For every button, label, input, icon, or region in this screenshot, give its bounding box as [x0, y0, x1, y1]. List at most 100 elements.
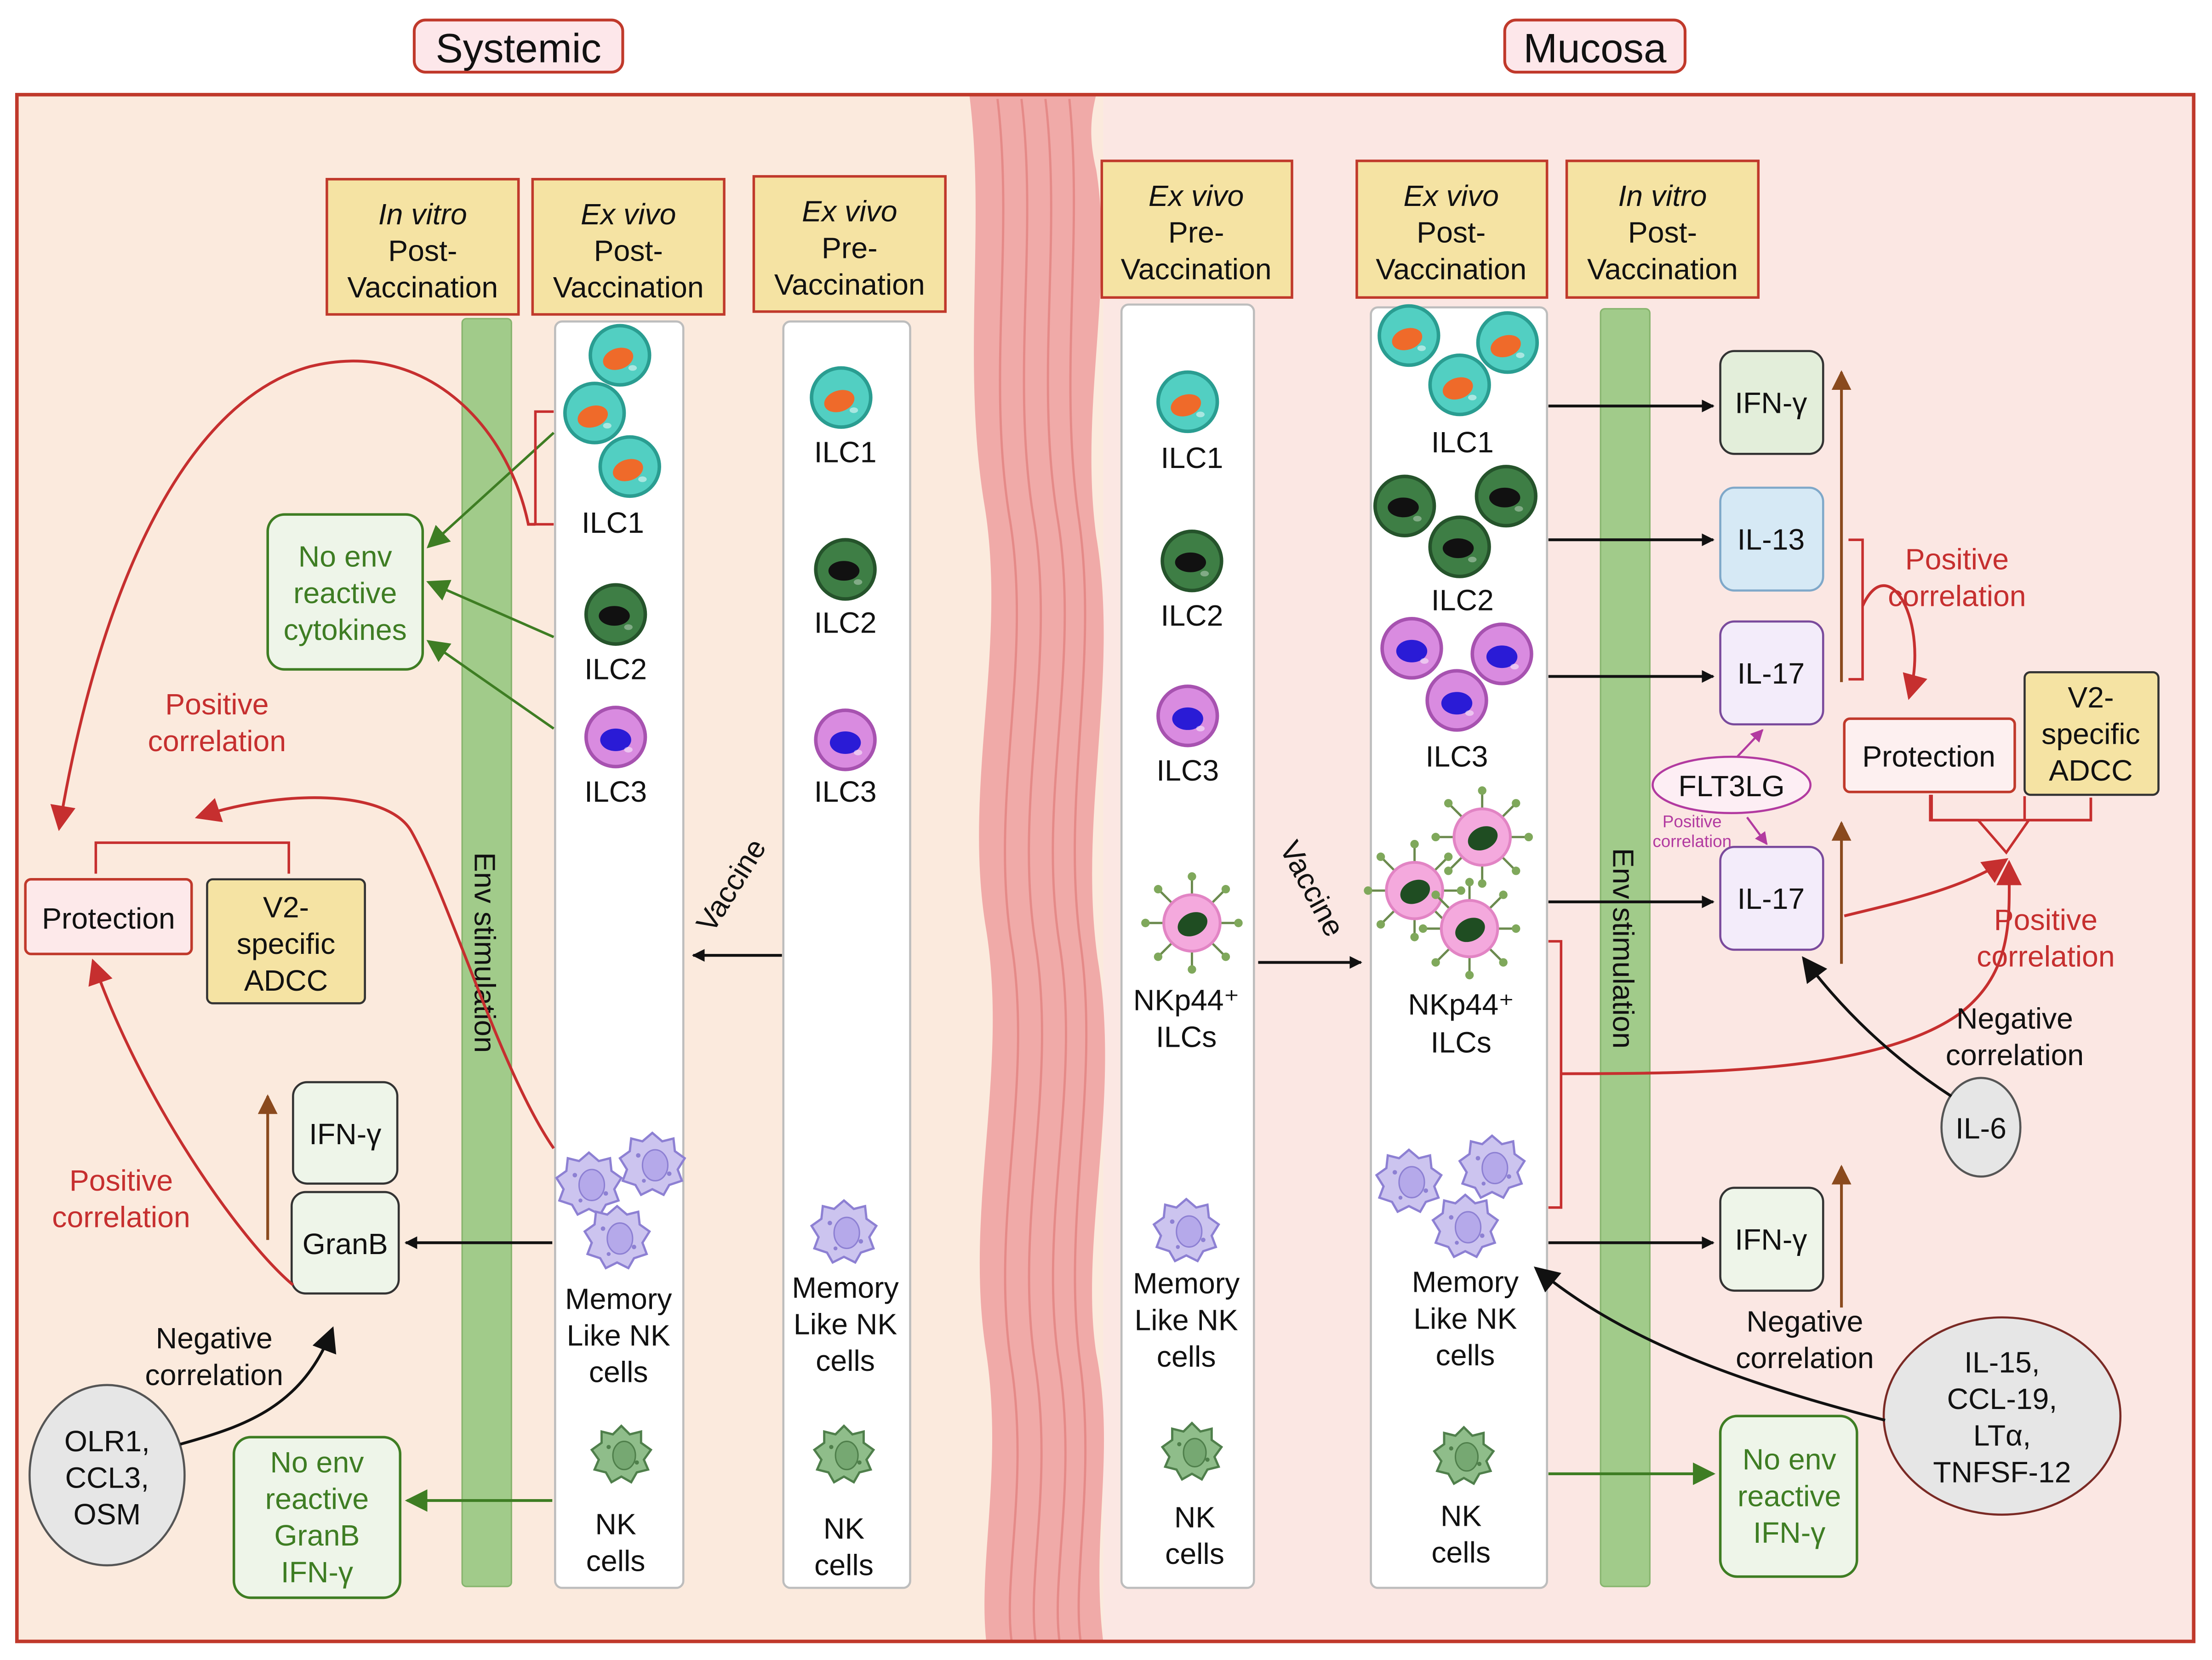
negative-correlation-mucosa-2b: correlation: [1736, 1341, 1874, 1375]
ilc3-cell-icon: [1427, 671, 1486, 730]
label-systemic-exvivo-post-1: Ex vivo: [581, 198, 676, 231]
env-stimulation-label-mucosa: Env stimulation: [1607, 848, 1640, 1049]
il6-label: IL-6: [1955, 1112, 2006, 1145]
no-env-ifn-2: reactive: [1738, 1479, 1841, 1512]
no-env-ifn-3: IFN-γ: [1753, 1516, 1825, 1549]
granb-box: [291, 1191, 400, 1295]
label-memory-nk-1: Memory: [565, 1282, 672, 1315]
arrow-nkp44-memory-to-protection: [1561, 860, 2022, 1075]
label-nkp44-2: ILCs: [1156, 1020, 1217, 1053]
label-ilc3: ILC3: [1156, 754, 1219, 787]
arrow-ilc-to-protection: [50, 359, 536, 831]
env-stimulation-bar-systemic: [461, 318, 512, 1587]
positive-correlation-label-1a: Positive: [165, 688, 269, 721]
olr1-label-2: CCL3,: [65, 1461, 149, 1495]
label-ilc2: ILC2: [584, 653, 647, 686]
label-memory-nk-1: Memory: [1412, 1266, 1519, 1299]
label-systemic-invitro-2: Post-: [388, 234, 457, 268]
label-box-mucosa-exvivo-post: [1355, 160, 1549, 299]
label-systemic-exvivo-post-2: Post-: [594, 234, 663, 268]
no-env-granb-4: IFN-γ: [281, 1556, 353, 1589]
protection-box-systemic: [24, 878, 193, 955]
systemic-header-box: [412, 18, 624, 74]
label-nk-2: cells: [586, 1544, 646, 1577]
positive-correlation-mucosa-1a: Positive: [1905, 543, 2009, 576]
v2-adcc-systemic-2: specific: [237, 927, 336, 960]
ilc1-cell-icon: [600, 437, 659, 496]
label-nk-1: NK: [823, 1512, 864, 1545]
tissue-fibers: [996, 98, 1088, 1642]
label-ilc1: ILC1: [1431, 426, 1494, 459]
ifn-label-mucosa-2: IFN-γ: [1735, 1223, 1807, 1256]
nkp44-ilc-cell-icon: [1419, 878, 1520, 980]
label-mucosa-exvivo-post-2: Post-: [1417, 216, 1486, 249]
ilc3-cell-icon: [1382, 619, 1441, 678]
olr1-circle: [29, 1384, 186, 1567]
il17-box-1: [1719, 620, 1824, 725]
no-env-cytokines-box: [266, 513, 424, 671]
arrow-granb-to-protection: [88, 958, 294, 1286]
label-ilc2: ILC2: [1160, 599, 1223, 632]
v2-adcc-box-systemic: [206, 878, 366, 1004]
il17-label-2: IL-17: [1738, 882, 1805, 915]
positive-correlation-label-1b: correlation: [148, 724, 286, 758]
ifn-box-systemic: [292, 1081, 399, 1185]
label-box-mucosa-invitro: [1565, 160, 1760, 299]
label-nk-1: NK: [1174, 1500, 1215, 1534]
label-memory-nk-1: Memory: [1133, 1267, 1240, 1300]
label-box-systemic-exvivo-pre: [752, 175, 947, 313]
label-memory-nk-2: Like NK: [1413, 1302, 1517, 1335]
arrow-il15-to-memory-nk: [1533, 1266, 1886, 1422]
label-systemic-exvivo-pre-2: Pre-: [822, 231, 878, 264]
flt3lg-label: FLT3LG: [1678, 770, 1784, 803]
nkp44-ilc-cell-icon: [1141, 872, 1243, 974]
positive-correlation-mucosa-2b: correlation: [1977, 940, 2115, 973]
no-env-ifn-box: [1719, 1415, 1858, 1578]
flt3lg-ellipse: [1652, 755, 1812, 815]
label-ilc3: ILC3: [584, 775, 647, 808]
il15-label-1: IL-15,: [1964, 1346, 2040, 1379]
no-env-ifn-1: No env: [1743, 1443, 1836, 1476]
granb-label: GranB: [303, 1227, 388, 1261]
label-nkp44-2: ILCs: [1431, 1026, 1492, 1059]
arrow-il6-to-il17: [1802, 956, 1952, 1098]
label-systemic-exvivo-pre-3: Vaccination: [774, 268, 925, 301]
mucosa-header-box: [1503, 18, 1687, 74]
label-systemic-exvivo-post-3: Vaccination: [553, 271, 704, 304]
arrow-flt3lg-to-il17-2: [1746, 816, 1768, 845]
negative-correlation-mucosa-1a: Negative: [1956, 1002, 2073, 1035]
il15-label-3: LTα,: [1973, 1419, 2031, 1452]
negative-correlation-label-systemic-2: correlation: [145, 1358, 283, 1392]
label-mucosa-exvivo-post-1: Ex vivo: [1404, 179, 1499, 212]
negative-correlation-label-systemic-1: Negative: [156, 1322, 273, 1355]
tissue-band: [969, 94, 1105, 1642]
v2-adcc-mucosa-2: specific: [2041, 718, 2140, 751]
positive-correlation-mucosa-2a: Positive: [1994, 903, 2098, 936]
olr1-label-3: OSM: [74, 1498, 141, 1531]
flt3lg-positive-correlation-2: correlation: [1652, 832, 1732, 850]
negative-correlation-mucosa-1b: correlation: [1946, 1038, 2084, 1072]
arrow-memory-nk-to-adcc: [194, 796, 555, 1149]
ilc2-cell-icon: [1162, 531, 1222, 591]
ilc3-cell-icon: [1158, 686, 1217, 746]
ilc2-cell-icon: [1430, 517, 1489, 576]
label-nk-2: cells: [1165, 1537, 1224, 1570]
label-memory-nk-2: Like NK: [1135, 1303, 1238, 1336]
label-systemic-invitro-3: Vaccination: [347, 271, 498, 304]
ilc2-cell-icon: [586, 585, 646, 644]
il13-box: [1719, 486, 1824, 592]
ilc1-cell-icon: [1478, 313, 1537, 372]
olr1-label-1: OLR1,: [64, 1425, 150, 1458]
protection-label-systemic: Protection: [42, 902, 175, 935]
ifn-box-mucosa-1: [1719, 350, 1824, 455]
label-ilc2: ILC2: [1431, 583, 1494, 616]
ilc2-cell-icon: [816, 540, 875, 599]
v2-adcc-systemic-1: V2-: [263, 890, 309, 924]
protection-label-mucosa: Protection: [1862, 740, 1995, 773]
ifn-label-mucosa-1: IFN-γ: [1735, 386, 1807, 419]
il17-label-1: IL-17: [1738, 657, 1805, 690]
v2-adcc-mucosa-3: ADCC: [2049, 754, 2132, 787]
label-nkp44-1: NKp44⁺: [1133, 984, 1240, 1017]
bracket-il13-il17: [1848, 538, 1864, 681]
